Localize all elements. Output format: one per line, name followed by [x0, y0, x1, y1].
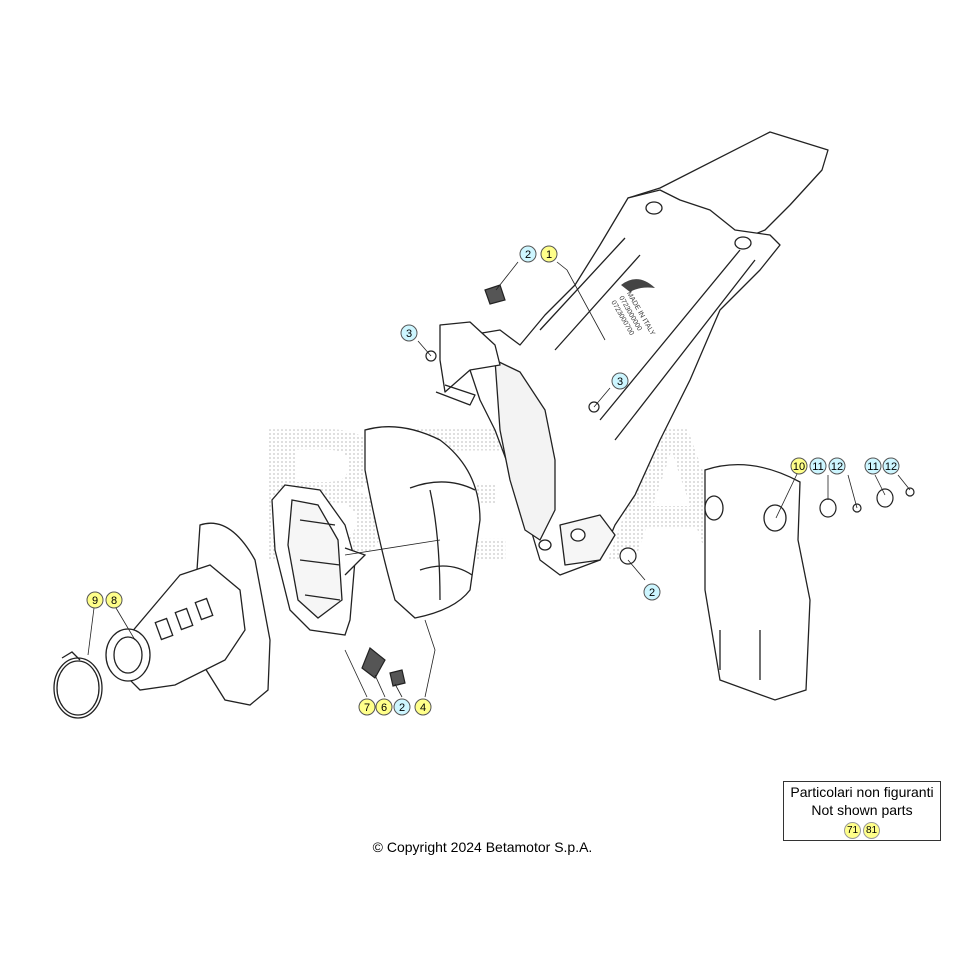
fasteners [361, 284, 915, 687]
intake-boot [105, 522, 271, 706]
callout-number: 10 [793, 461, 805, 473]
callout-number: 9 [92, 595, 98, 607]
callout-number: 3 [406, 328, 412, 340]
callout-bubble [105, 591, 123, 609]
part-badge: 81 [863, 821, 880, 839]
callout-bubble [643, 583, 661, 601]
callout-bubble [519, 245, 537, 263]
callout-bubble [540, 245, 558, 263]
callout-bubble [400, 324, 418, 342]
part-badge: 71 [844, 821, 861, 839]
callout-number: 7 [364, 702, 370, 714]
callout-bubble [809, 457, 827, 475]
callout-number: 11 [867, 461, 878, 473]
callout-number: 12 [831, 461, 843, 473]
copyright-notice: © Copyright 2024 Betamotor S.p.A. [372, 839, 593, 855]
callout-number: 8 [111, 595, 117, 607]
callout-bubble [611, 372, 629, 390]
callout-bubble [375, 698, 393, 716]
air-filter [364, 426, 481, 619]
callout-bubble [790, 457, 808, 475]
callout-number: 1 [546, 249, 552, 261]
callout-number: 4 [420, 702, 426, 714]
callout-number: 3 [617, 376, 623, 388]
callout-number: 2 [649, 587, 655, 599]
not-shown-label-it: Particolari non figuranti [790, 784, 934, 800]
callout-bubble [882, 457, 900, 475]
callout-bubble [864, 457, 882, 475]
callout-number: 12 [885, 461, 897, 473]
hose-clamp [53, 651, 103, 719]
rear-mud-flap [704, 463, 811, 701]
callout-bubble [86, 591, 104, 609]
leader-lines [87, 261, 911, 698]
callout-number: 11 [812, 461, 823, 473]
callout-bubble [828, 457, 846, 475]
callout-number: 6 [381, 702, 387, 714]
callout-bubble [414, 698, 432, 716]
callout-bubble [358, 698, 376, 716]
callout-number: 2 [525, 249, 531, 261]
callout-bubble [393, 698, 411, 716]
not-shown-parts-box: Particolari non figuranti Not shown part… [783, 781, 941, 841]
filter-cage [271, 484, 367, 636]
not-shown-label-en: Not shown parts [811, 802, 913, 818]
callout-number: 2 [399, 702, 405, 714]
